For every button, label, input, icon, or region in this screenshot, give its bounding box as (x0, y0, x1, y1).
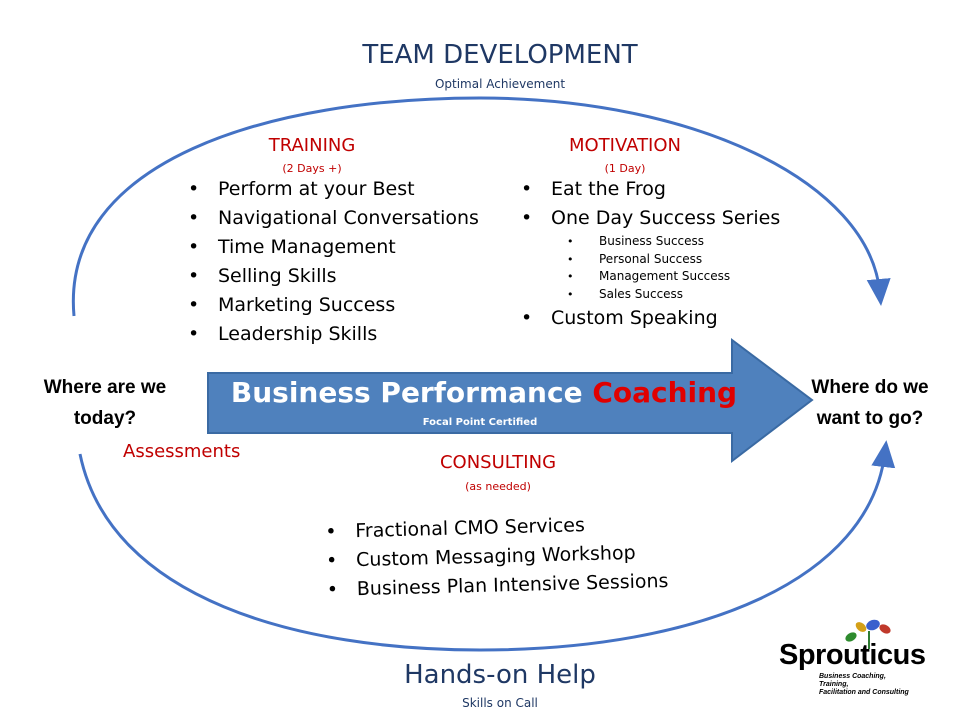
list-item: Perform at your Best (186, 175, 479, 204)
goal-state-label: Where do we want to go? (811, 377, 929, 429)
page-title: TEAM DEVELOPMENT (362, 40, 638, 70)
footer-subtitle: Skills on Call (462, 696, 538, 710)
current-state-label: Where are we today? (43, 377, 167, 429)
footer-title: Hands-on Help (404, 660, 596, 690)
training-title: TRAINING (268, 135, 356, 156)
list-item: Eat the Frog (519, 175, 780, 204)
logo-tagline: Business Coaching, Training, Facilitatio… (819, 673, 909, 696)
list-item: Custom Speaking (519, 304, 718, 333)
page-subtitle: Optimal Achievement (434, 77, 566, 91)
motivation-subtitle: (1 Day) (604, 162, 646, 175)
assessments-label: Assessments (123, 441, 241, 462)
list-item: One Day Success Series (519, 204, 780, 233)
list-item: Marketing Success (186, 291, 479, 320)
training-subtitle: (2 Days +) (282, 162, 342, 175)
coaching-arrow (207, 338, 814, 464)
motivation-title: MOTIVATION (568, 135, 682, 156)
arrow-subtitle: Focal Point Certified (422, 417, 538, 428)
list-item: Selling Skills (186, 262, 479, 291)
consulting-title: CONSULTING (439, 452, 557, 473)
list-item: Personal Success (567, 251, 730, 269)
sprouticus-logo: Sprouticus Business Coaching, Training, … (775, 585, 926, 710)
list-item: Navigational Conversations (186, 204, 479, 233)
bottom-arc (78, 440, 896, 652)
consulting-list: Fractional CMO Services Custom Messaging… (323, 509, 669, 605)
training-list: Perform at your Best Navigational Conver… (186, 175, 479, 349)
leaf-icon (845, 619, 891, 649)
list-item: Sales Success (567, 286, 730, 304)
motivation-list-end: Custom Speaking (519, 304, 718, 333)
motivation-sublist: Business Success Personal Success Manage… (567, 233, 730, 304)
list-item: Time Management (186, 233, 479, 262)
list-item: Management Success (567, 268, 730, 286)
logo-name: Sprouticus (779, 639, 926, 671)
list-item: Business Success (567, 233, 730, 251)
arrow-title: Business Performance Coaching (230, 376, 738, 409)
motivation-list: Eat the Frog One Day Success Series (519, 175, 780, 233)
top-arc (71, 96, 891, 317)
consulting-subtitle: (as needed) (465, 480, 531, 493)
list-item: Leadership Skills (186, 320, 479, 349)
